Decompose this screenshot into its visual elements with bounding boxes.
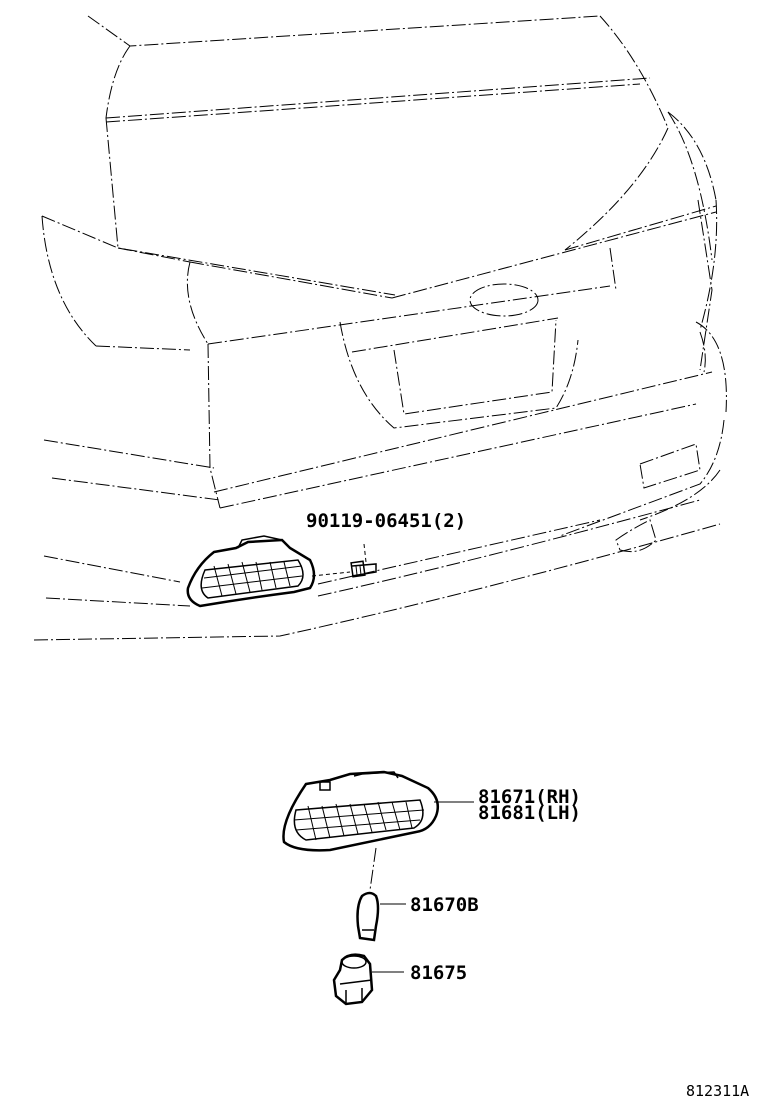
license-lamp-installed — [186, 535, 316, 608]
figure-code: 812311A — [686, 1082, 749, 1100]
license-lamp-exploded — [282, 770, 474, 852]
socket-part-number: 81675 — [410, 962, 467, 984]
vehicle-rear-outline — [33, 15, 727, 641]
bolt-part — [311, 543, 377, 578]
lamp-rh-part-number: 81671(RH) — [478, 786, 581, 808]
assembly-axis — [369, 847, 377, 891]
bolt-part-number: 90119-06451(2) — [306, 510, 466, 532]
lamp-lh-part-number: 81681(LH) — [478, 802, 581, 824]
bulb-part-number: 81670B — [410, 894, 479, 916]
bulb-part — [356, 891, 406, 942]
socket-part — [332, 953, 404, 1006]
